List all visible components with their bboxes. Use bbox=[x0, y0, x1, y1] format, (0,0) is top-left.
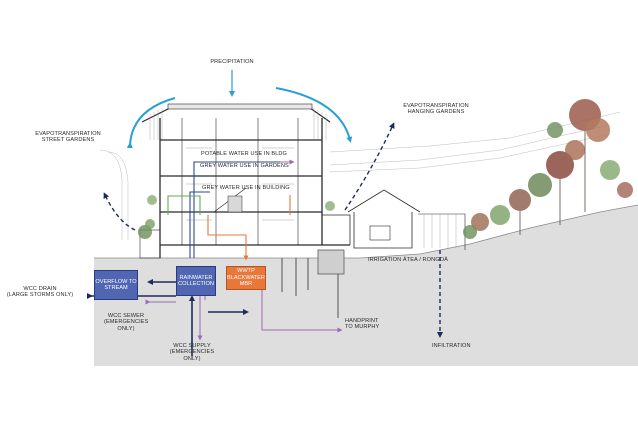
infiltration-label: INFILTRATION bbox=[432, 343, 471, 349]
evapotranspiration-flows bbox=[103, 122, 443, 338]
main-building-section bbox=[139, 103, 351, 259]
evapotranspiration-street-label: EVAPOTRANSPIRATION STREET GARDENS bbox=[35, 131, 101, 144]
underground-sump bbox=[317, 249, 345, 275]
wcc-sewer-label: WCC SEWER (EMERGENCIES ONLY) bbox=[104, 313, 149, 332]
irrigation-label: IRRIGATION ĀTEA / RONGOĀ bbox=[368, 257, 448, 263]
vegetation bbox=[138, 99, 633, 239]
grey-water-building-label: GREY WATER USE IN BUILDING bbox=[202, 185, 290, 191]
ground-section bbox=[94, 204, 638, 366]
rain-collection-arcs bbox=[126, 87, 353, 149]
grey-water-line bbox=[167, 195, 201, 215]
grey-water-gardens-label: GREY WATER USE IN GARDENS bbox=[200, 163, 289, 169]
rainwater-tank-label: RAINWATER COLLECTION bbox=[178, 274, 214, 287]
wcc-drain-label: WCC DRAIN (LARGE STORMS ONLY) bbox=[6, 286, 74, 299]
blackwater-line bbox=[207, 195, 291, 261]
potable-water-line bbox=[189, 161, 290, 258]
potable-water-label: POTABLE WATER USE IN BLDG bbox=[201, 151, 288, 157]
adjacent-house-section bbox=[347, 189, 466, 250]
handprint-label: HANDPRINT TO MURPHY bbox=[345, 318, 380, 331]
wwtp-tank-label: WWTP BLACKWATER MBR bbox=[227, 268, 265, 288]
overflow-to-stream-tank: OVERFLOW TO STREAM bbox=[94, 270, 138, 300]
rainwater-collection-tank: RAINWATER COLLECTION bbox=[176, 266, 216, 296]
evapotranspiration-hanging-label: EVAPOTRANSPIRATION HANGING GARDENS bbox=[403, 103, 469, 116]
overflow-tank-label: OVERFLOW TO STREAM bbox=[95, 278, 137, 291]
wwtp-blackwater-tank: WWTP BLACKWATER MBR bbox=[226, 266, 266, 290]
wcc-supply-label: WCC SUPPLY (EMERGENCIES ONLY) bbox=[169, 343, 215, 362]
foundation-piles bbox=[281, 258, 339, 318]
precipitation-label: PRECIPITATION bbox=[210, 59, 254, 65]
